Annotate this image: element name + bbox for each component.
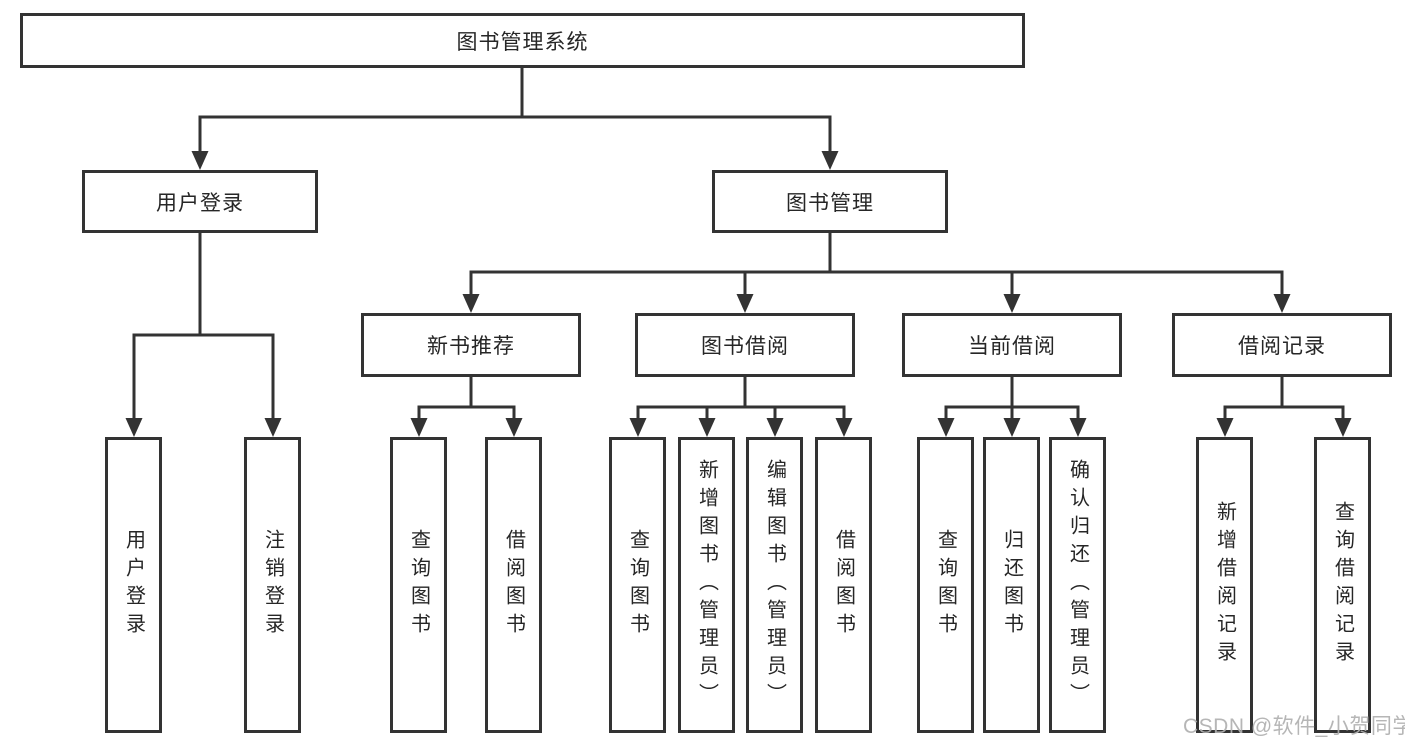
- node-book-borrowing: 图书借阅: [635, 313, 855, 377]
- node-user-login: 用户登录: [82, 170, 318, 233]
- node-label: 新增借阅记录: [1213, 501, 1236, 669]
- node-label: 图书管理系统: [456, 30, 589, 54]
- connector-user-login-branch: [125, 233, 282, 437]
- connector-root-to-level2: [191, 68, 839, 170]
- node-label: 图书借阅: [701, 335, 789, 358]
- leaf-add-borrow-record: 新增借阅记录: [1196, 437, 1253, 733]
- connector-book-management-to-level3: [462, 233, 1291, 313]
- connector-book-borrowing-branch: [629, 377, 853, 437]
- leaf-borrow-books-recommend: 借阅图书: [485, 437, 542, 733]
- node-label: 归还图书: [1000, 529, 1023, 641]
- leaf-add-book-admin: 新增图书（管理员）: [678, 437, 735, 733]
- leaf-borrow-books-borrowing: 借阅图书: [815, 437, 872, 733]
- leaf-logout-login: 注销登录: [244, 437, 301, 733]
- node-label: 借阅记录: [1238, 335, 1326, 358]
- connector-current-borrowing-branch: [937, 377, 1087, 437]
- connector-new-book-branch: [410, 377, 523, 437]
- node-label: 编辑图书（管理员）: [763, 459, 786, 711]
- leaf-query-books-borrowing: 查询图书: [609, 437, 666, 733]
- node-label: 查询图书: [407, 529, 430, 641]
- node-label: 查询借阅记录: [1331, 501, 1354, 669]
- leaf-edit-book-admin: 编辑图书（管理员）: [746, 437, 803, 733]
- node-label: 用户登录: [156, 191, 244, 215]
- node-borrowing-records: 借阅记录: [1172, 313, 1392, 377]
- node-label: 用户登录: [122, 529, 145, 641]
- connector-borrowing-records-branch: [1216, 377, 1352, 437]
- node-label: 当前借阅: [968, 335, 1056, 358]
- node-label: 新书推荐: [427, 335, 515, 358]
- node-label: 确认归还（管理员）: [1066, 459, 1089, 711]
- node-book-management: 图书管理: [712, 170, 948, 233]
- leaf-query-books-recommend: 查询图书: [390, 437, 447, 733]
- leaf-query-borrow-record: 查询借阅记录: [1314, 437, 1371, 733]
- node-label: 查询图书: [626, 529, 649, 641]
- leaf-confirm-return-admin: 确认归还（管理员）: [1049, 437, 1106, 733]
- node-label: 借阅图书: [832, 529, 855, 641]
- node-label: 查询图书: [934, 529, 957, 641]
- node-library-management-system: 图书管理系统: [20, 13, 1025, 68]
- node-label: 新增图书（管理员）: [695, 459, 718, 711]
- leaf-query-books-current: 查询图书: [917, 437, 974, 733]
- node-current-borrowing: 当前借阅: [902, 313, 1122, 377]
- watermark-text: CSDN @软件_小贺同学: [1183, 715, 1405, 738]
- node-label: 图书管理: [786, 191, 874, 215]
- leaf-return-books: 归还图书: [983, 437, 1040, 733]
- node-label: 注销登录: [261, 529, 284, 641]
- node-new-book-recommendation: 新书推荐: [361, 313, 581, 377]
- leaf-user-login: 用户登录: [105, 437, 162, 733]
- node-label: 借阅图书: [502, 529, 525, 641]
